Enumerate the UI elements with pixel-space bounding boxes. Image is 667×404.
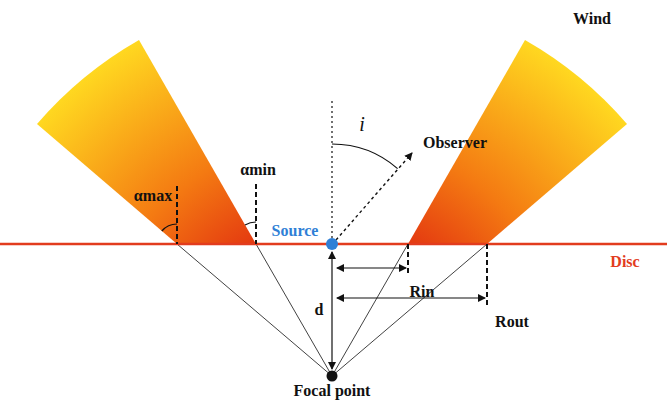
disc-label: Disc bbox=[610, 253, 639, 271]
wind-label: Wind bbox=[573, 10, 611, 28]
wind-cone-left bbox=[37, 40, 256, 244]
alpha-max-label: αmax bbox=[134, 187, 172, 205]
focal-lines bbox=[177, 244, 487, 376]
rin-label: Rin bbox=[410, 283, 435, 301]
inclination-label: i bbox=[359, 113, 365, 135]
source-dot bbox=[326, 238, 338, 250]
focal-point-label: Focal point bbox=[294, 382, 371, 400]
rin-arrow bbox=[337, 267, 406, 268]
alpha-min-label: αmin bbox=[240, 161, 276, 179]
angle-arcs bbox=[162, 144, 398, 231]
axis-dotted bbox=[331, 100, 332, 238]
observer-label: Observer bbox=[423, 134, 487, 152]
d-label: d bbox=[315, 301, 324, 319]
observer-arrow bbox=[336, 153, 412, 240]
wind-cone-right bbox=[408, 40, 627, 244]
focal-dot bbox=[327, 371, 338, 382]
rout-label: Rout bbox=[495, 313, 529, 331]
d-arrow bbox=[331, 252, 332, 369]
source-label: Source bbox=[272, 222, 319, 240]
